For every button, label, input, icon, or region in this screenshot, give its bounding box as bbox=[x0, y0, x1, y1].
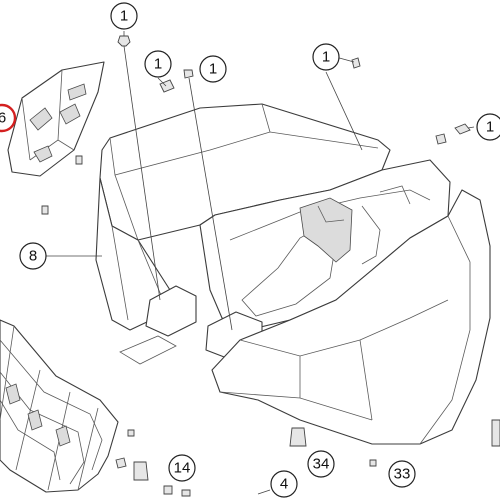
callout-label: 1 bbox=[120, 8, 128, 25]
leader-lines bbox=[46, 31, 475, 495]
callout-1-left: 1 bbox=[144, 50, 172, 78]
callout-label: 1 bbox=[154, 56, 162, 73]
rear-fender-part bbox=[95, 103, 491, 445]
callout-label: 1 bbox=[486, 119, 494, 136]
callout-1-edge: 1 bbox=[476, 113, 500, 141]
callout-label: 34 bbox=[313, 456, 330, 473]
callout-label: 33 bbox=[394, 466, 411, 483]
callout-label: 1 bbox=[322, 49, 330, 66]
side-panel-part bbox=[7, 61, 105, 177]
callout-1-mid: 1 bbox=[199, 55, 227, 83]
callout-label: 14 bbox=[174, 460, 191, 477]
callout-8: 8 bbox=[19, 242, 47, 270]
callout-label: 6 bbox=[0, 110, 6, 127]
callout-label: 4 bbox=[280, 476, 288, 493]
callout-label: 8 bbox=[29, 248, 37, 265]
callout-34: 34 bbox=[307, 450, 335, 478]
callout-33: 33 bbox=[388, 460, 416, 488]
callout-4: 4 bbox=[270, 470, 298, 498]
callout-6-highlighted: 6 bbox=[0, 103, 17, 133]
rack-frame-part bbox=[0, 319, 119, 493]
callout-1-top: 1 bbox=[110, 2, 138, 30]
callout-1-right: 1 bbox=[312, 43, 340, 71]
callout-label: 1 bbox=[209, 61, 217, 78]
fastener-hardware bbox=[41, 35, 500, 497]
callout-14: 14 bbox=[168, 454, 196, 482]
